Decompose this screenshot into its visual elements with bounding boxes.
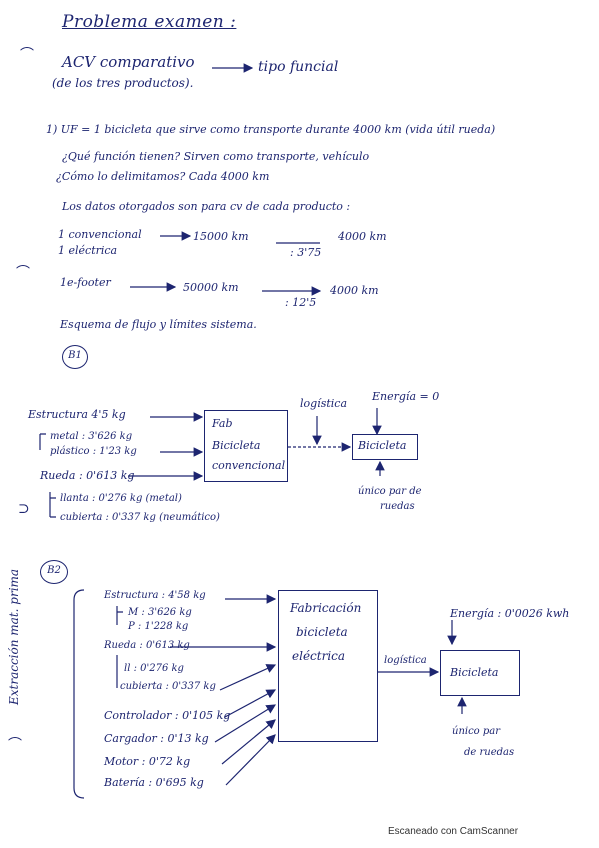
b2-bicicleta: Bicicleta: [450, 666, 499, 679]
b2-rueda: Rueda : 0'613 kg: [104, 640, 190, 651]
b2-fab-box: [278, 590, 378, 742]
b2-ll: ll : 0'276 kg: [124, 663, 184, 674]
b1-rueda: Rueda : 0'613 kg: [40, 469, 135, 482]
result-4000: 4000 km: [338, 230, 387, 243]
productos-label: (de los tres productos).: [52, 76, 194, 90]
b2-fab-line3: eléctrica: [292, 649, 346, 663]
b2-m: M : 3'626 kg: [128, 607, 192, 618]
arrow-b2-controlador: [224, 689, 277, 718]
b1-cubierta: cubierta : 0'337 kg (neumático): [60, 512, 220, 523]
tipo-label: tipo funcial: [258, 59, 339, 75]
question-line: ¿Qué función tienen? Sirven como transpo…: [62, 150, 370, 163]
b2-bateria: Batería : 0'695 kg: [104, 776, 204, 789]
conv-label: 1 convencional: [58, 228, 142, 241]
b2-side-label: Extracción mat. prima: [7, 568, 21, 705]
arrow-b2-cubierta: [219, 664, 277, 691]
arrow-b2-bateria: [225, 734, 276, 786]
bracket-b1-estructura: [39, 433, 46, 450]
b2-fab-line1: Fabricación: [290, 601, 362, 615]
div-375: : 3'75: [290, 246, 322, 259]
bracket-b1-rueda: [49, 492, 56, 518]
bullet-mark: ⌒: [16, 265, 30, 281]
b1-energia: Energía = 0: [372, 390, 440, 403]
brace-b2: [73, 589, 85, 799]
b1-bici-box: [352, 434, 418, 460]
b2-unico-1: único par: [452, 726, 501, 737]
scanner-footer: Escaneado con CamScanner: [388, 826, 519, 837]
b2-unico-2: de ruedas: [464, 747, 515, 758]
b1-llanta: llanta : 0'276 kg (metal): [60, 493, 182, 504]
b1-plastico: plástico : 1'23 kg: [50, 446, 137, 457]
bullet-mark: ⌒: [8, 737, 22, 753]
b2-bici-box: [440, 650, 520, 696]
arrow-b2-motor: [221, 719, 276, 765]
div-125: : 12'5: [285, 296, 317, 309]
electrica-label: 1 eléctrica: [58, 244, 118, 257]
b2-estructura: Estructura : 4'58 kg: [104, 590, 206, 601]
esquema-line: Esquema de flujo y límites sistema.: [60, 318, 257, 331]
uf-line: 1) UF = 1 bicicleta que sirve como trans…: [46, 123, 496, 136]
b1-unico-2: ruedas: [380, 501, 415, 512]
acv-label: ACV comparativo: [62, 53, 195, 71]
delimit-line: ¿Cómo lo delimitamos? Cada 4000 km: [56, 170, 270, 183]
b2-controlador: Controlador : 0'105 kg: [104, 709, 231, 722]
datos-line: Los datos otorgados son para cv de cada …: [62, 200, 351, 213]
b1-bicicleta: Bicicleta: [358, 439, 407, 452]
b2-fab-line2: bicicleta: [296, 625, 348, 639]
b1-unico-1: único par de: [358, 486, 422, 497]
bullet-mark: ⌒: [20, 47, 34, 63]
page-title: Problema examen :: [62, 12, 237, 32]
b1-estructura: Estructura 4'5 kg: [28, 408, 126, 421]
b2-motor: Motor : 0'72 kg: [104, 755, 191, 768]
b2-cargador: Cargador : 0'13 kg: [104, 732, 209, 745]
b1-fab-line2: Bicicleta: [212, 439, 261, 452]
km-50000: 50000 km: [183, 281, 239, 294]
bracket-b2-estructura: [116, 606, 123, 625]
result-4000b: 4000 km: [330, 284, 379, 297]
b1-fab-line1: Fab: [212, 417, 233, 430]
bullet-mark: ⊃: [18, 501, 30, 517]
b1-fab-box: [204, 410, 288, 482]
efooter-label: 1e-footer: [60, 276, 111, 289]
arrow-b2-cargador: [214, 704, 277, 743]
b1-badge: B1: [62, 345, 88, 369]
b2-cubierta: cubierta : 0'337 kg: [120, 681, 216, 692]
km-15000: 15000 km: [193, 230, 249, 243]
b1-logistica: logística: [300, 397, 348, 410]
b1-fab-line3: convencional: [212, 459, 286, 472]
b1-metal: metal : 3'626 kg: [50, 431, 133, 442]
b2-badge: B2: [40, 560, 68, 584]
b2-energia: Energía : 0'0026 kwh: [450, 607, 570, 620]
b2-logistica: logística: [384, 655, 427, 666]
b2-p: P : 1'228 kg: [128, 621, 189, 632]
